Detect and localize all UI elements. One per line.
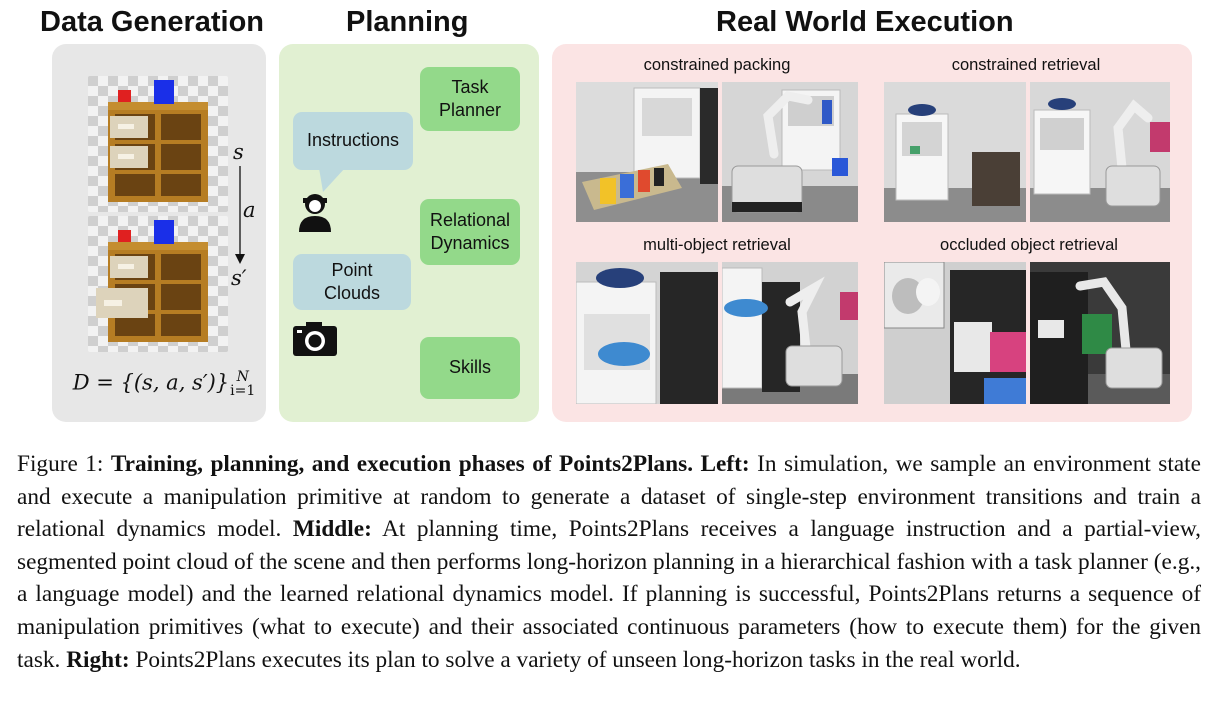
action-symbol: a: [243, 198, 256, 222]
speech-bubble-tail: [319, 168, 345, 192]
task-planner-box: Task Planner: [420, 67, 520, 131]
task-caption: constrained retrieval: [951, 56, 1101, 74]
task-caption: constrained packing: [643, 56, 791, 74]
caption-middle-text: At planning time, Points2Plans receives …: [17, 516, 1201, 673]
instructions-label: Instructions: [306, 130, 400, 151]
occluded-robot-photo: [1030, 262, 1170, 404]
multi-object-robot-photo: [722, 262, 858, 404]
data-generation-title: Data Generation: [40, 6, 264, 38]
transition-arrow: [235, 166, 245, 264]
dataset-subscript: i=1: [230, 383, 256, 399]
caption-label: Figure 1:: [17, 451, 104, 477]
caption-right-label: Right:: [66, 646, 130, 673]
state-symbol: s: [233, 140, 244, 164]
caption-middle-label: Middle:: [292, 516, 372, 543]
figure-caption: Figure 1: Training, planning, and execut…: [17, 448, 1201, 676]
skills-box: Skills: [420, 337, 520, 399]
caption-right-text: Points2Plans executes its plan to solve …: [135, 646, 1021, 673]
task-caption: occluded object retrieval: [940, 236, 1118, 254]
real-world-panel: constrained packing constrained retrieva…: [552, 44, 1192, 422]
next-state-symbol: s′: [231, 266, 247, 290]
point-clouds-box: Point Clouds: [293, 254, 411, 310]
point-clouds-label: Point Clouds: [323, 259, 381, 303]
skills-label: Skills: [448, 357, 491, 378]
planning-panel: Instructions Point Clouds Task Planner R…: [279, 44, 539, 422]
simulation-state-image: [88, 76, 228, 212]
caption-left-text: In simulation, we sample an environment …: [17, 451, 1201, 543]
packing-scene-photo: [576, 82, 718, 222]
packing-robot-photo: [722, 82, 858, 222]
instructions-bubble: Instructions: [293, 112, 413, 170]
occluded-scene-photo: [884, 262, 1026, 404]
simulation-next-state-image: [88, 216, 228, 352]
real-world-title: Real World Execution: [716, 6, 1014, 38]
task-caption: multi-object retrieval: [643, 236, 791, 254]
retrieval-scene-photo: [884, 82, 1026, 222]
dataset-superscript: N: [236, 369, 249, 385]
camera-icon: [293, 322, 337, 356]
caption-title: Training, planning, and execution phases…: [110, 451, 694, 477]
multi-object-scene-photo: [576, 262, 718, 404]
person-icon: [299, 194, 331, 232]
planning-title: Planning: [346, 6, 469, 38]
relational-dynamics-label: Relational Dynamics: [429, 209, 511, 253]
dataset-expression: D = {(s, a, s′)}: [72, 370, 230, 395]
caption-left-label: Left:: [700, 451, 750, 477]
task-planner-label: Task Planner: [438, 76, 502, 120]
relational-dynamics-box: Relational Dynamics: [420, 199, 520, 265]
retrieval-robot-photo: [1030, 82, 1170, 222]
